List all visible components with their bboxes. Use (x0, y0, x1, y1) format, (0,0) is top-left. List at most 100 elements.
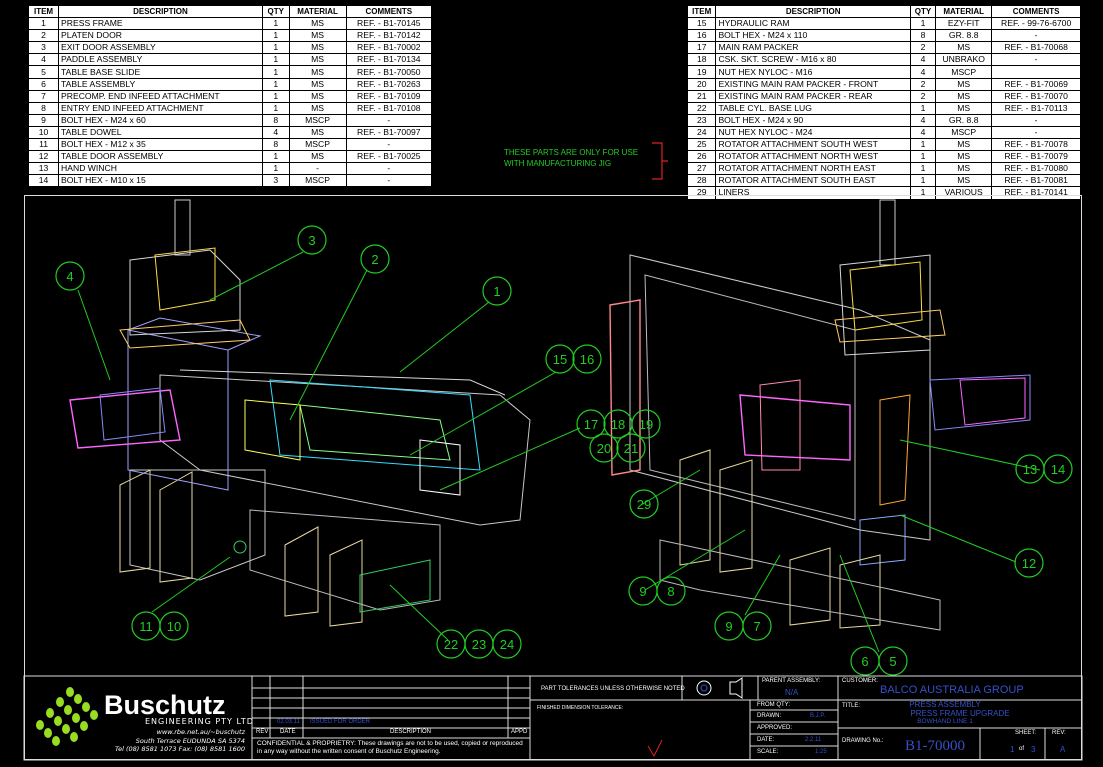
sheet-label: SHEET: (1015, 730, 1037, 736)
balloon-24: 24 (500, 637, 514, 652)
balloon-29: 29 (637, 497, 651, 512)
balloon-10: 10 (167, 619, 181, 634)
drawn-label: DRAWN: (757, 713, 782, 719)
rev-header-description: DESCRIPTION (390, 729, 432, 735)
drawn-value: B.J.P. (810, 713, 826, 719)
company-logo-mark (36, 687, 98, 746)
balloon-9b: 9 (725, 619, 732, 634)
company-address: South Terrace EUDUNDA SA 5374 (135, 736, 245, 745)
balloon-9a: 9 (639, 584, 646, 599)
title-block-grid (23, 675, 1083, 761)
tolerances-title: PART TOLERANCES UNLESS OTHERWISE NOTED (541, 686, 685, 692)
surface-finish-icon (647, 739, 663, 758)
left-press-view (69, 199, 531, 627)
balloon-15: 15 (553, 352, 567, 367)
balloon-6: 6 (861, 654, 868, 669)
parent-assembly-value: N/A (785, 688, 799, 697)
balloon-8: 8 (667, 584, 674, 599)
projection-symbol-inner (700, 684, 708, 692)
balloon-19: 19 (639, 417, 653, 432)
rev-header-date: DATE (280, 729, 296, 735)
company-web: www.rbe.net.au/~buschutz (156, 728, 245, 736)
company-phone: Tel (08) 8581 1073 Fax: (08) 8581 1600 (114, 745, 245, 753)
balloon-14: 14 (1051, 462, 1065, 477)
rev-value: A (1060, 745, 1066, 754)
bom-cell: 29 (686, 186, 717, 200)
title-line-2: PRESS FRAME UPGRADE (910, 709, 1010, 718)
title-line-3: BOWHAND LINE 1 (917, 718, 973, 725)
date-value: 2.2.11 (805, 737, 822, 743)
manufacturing-jig-note: THESE PARTS ARE ONLY FOR USE WITH MANUFA… (504, 148, 639, 168)
parent-assembly-label: PARENT ASSEMBLY: (762, 678, 821, 684)
rev-label: REV: (1052, 730, 1066, 736)
balloon-17: 17 (584, 417, 598, 432)
bom-cell: 20 (686, 77, 717, 91)
bom-cell: 14 (27, 174, 60, 188)
balloon-11: 11 (139, 619, 153, 634)
customer-value: BALCO AUSTRALIA GROUP (880, 684, 1024, 696)
confidentiality-notice: CONFIDENTIAL & PROPRIETRY: These drawing… (257, 740, 523, 755)
balloon-circles (55, 225, 1073, 676)
drawing-number: B1-70000 (905, 738, 965, 754)
sheet-of: of (1019, 746, 1025, 752)
balloon-7: 7 (753, 619, 760, 634)
balloon-13: 13 (1023, 462, 1037, 477)
balloon-21: 21 (624, 441, 638, 456)
balloon-2: 2 (371, 252, 378, 267)
from-qty-label: FROM QTY: (757, 702, 790, 708)
balloon-5: 5 (889, 654, 896, 669)
leader-lines (77, 251, 1041, 653)
bom-cell: REF. - B1-70141 (991, 186, 1081, 200)
rev-row-description: ISSUED FOR ORDER (310, 719, 371, 725)
rev-row-date: 02.03.11 (277, 719, 300, 725)
bom-cell: 1 (909, 186, 937, 200)
sheet-total: 3 (1031, 745, 1036, 754)
tolerances-subtitle: FINISHED DIMENSION TOLERANCE: (537, 705, 624, 711)
balloon-1: 1 (493, 284, 500, 299)
bom-cell: LINERS (715, 186, 911, 200)
company-address-block: www.rbe.net.au/~buschutz South Terrace E… (110, 728, 245, 754)
scale-label: SCALE: (757, 749, 779, 755)
drawing-number-label: DRAWING No.: (842, 738, 884, 744)
balloon-12: 12 (1022, 556, 1036, 571)
balloon-20: 20 (597, 441, 611, 456)
rev-header-appd: APPD (511, 729, 528, 735)
right-press-view (609, 199, 1031, 631)
balloon-16: 16 (580, 352, 594, 367)
projection-symbol-cone (729, 677, 743, 699)
balloon-4: 4 (66, 269, 73, 284)
customer-label: CUSTOMER: (842, 678, 878, 684)
sheet-number: 1 (1010, 745, 1015, 754)
date-label: DATE: (757, 737, 775, 743)
approved-label: APPROVED: (757, 725, 793, 731)
company-name: Buschutz (104, 690, 226, 720)
balloon-labels: 1 2 3 4 15 16 17 18 19 20 21 11 10 22 23… (66, 233, 1065, 669)
balloon-22: 22 (444, 637, 458, 652)
bom-cell: MS (935, 77, 993, 91)
note-bracket (652, 142, 668, 180)
bom-cell: BOLT HEX - M10 x 15 (58, 174, 263, 188)
balloon-23: 23 (472, 637, 486, 652)
rev-header-rev: REV (256, 729, 269, 735)
